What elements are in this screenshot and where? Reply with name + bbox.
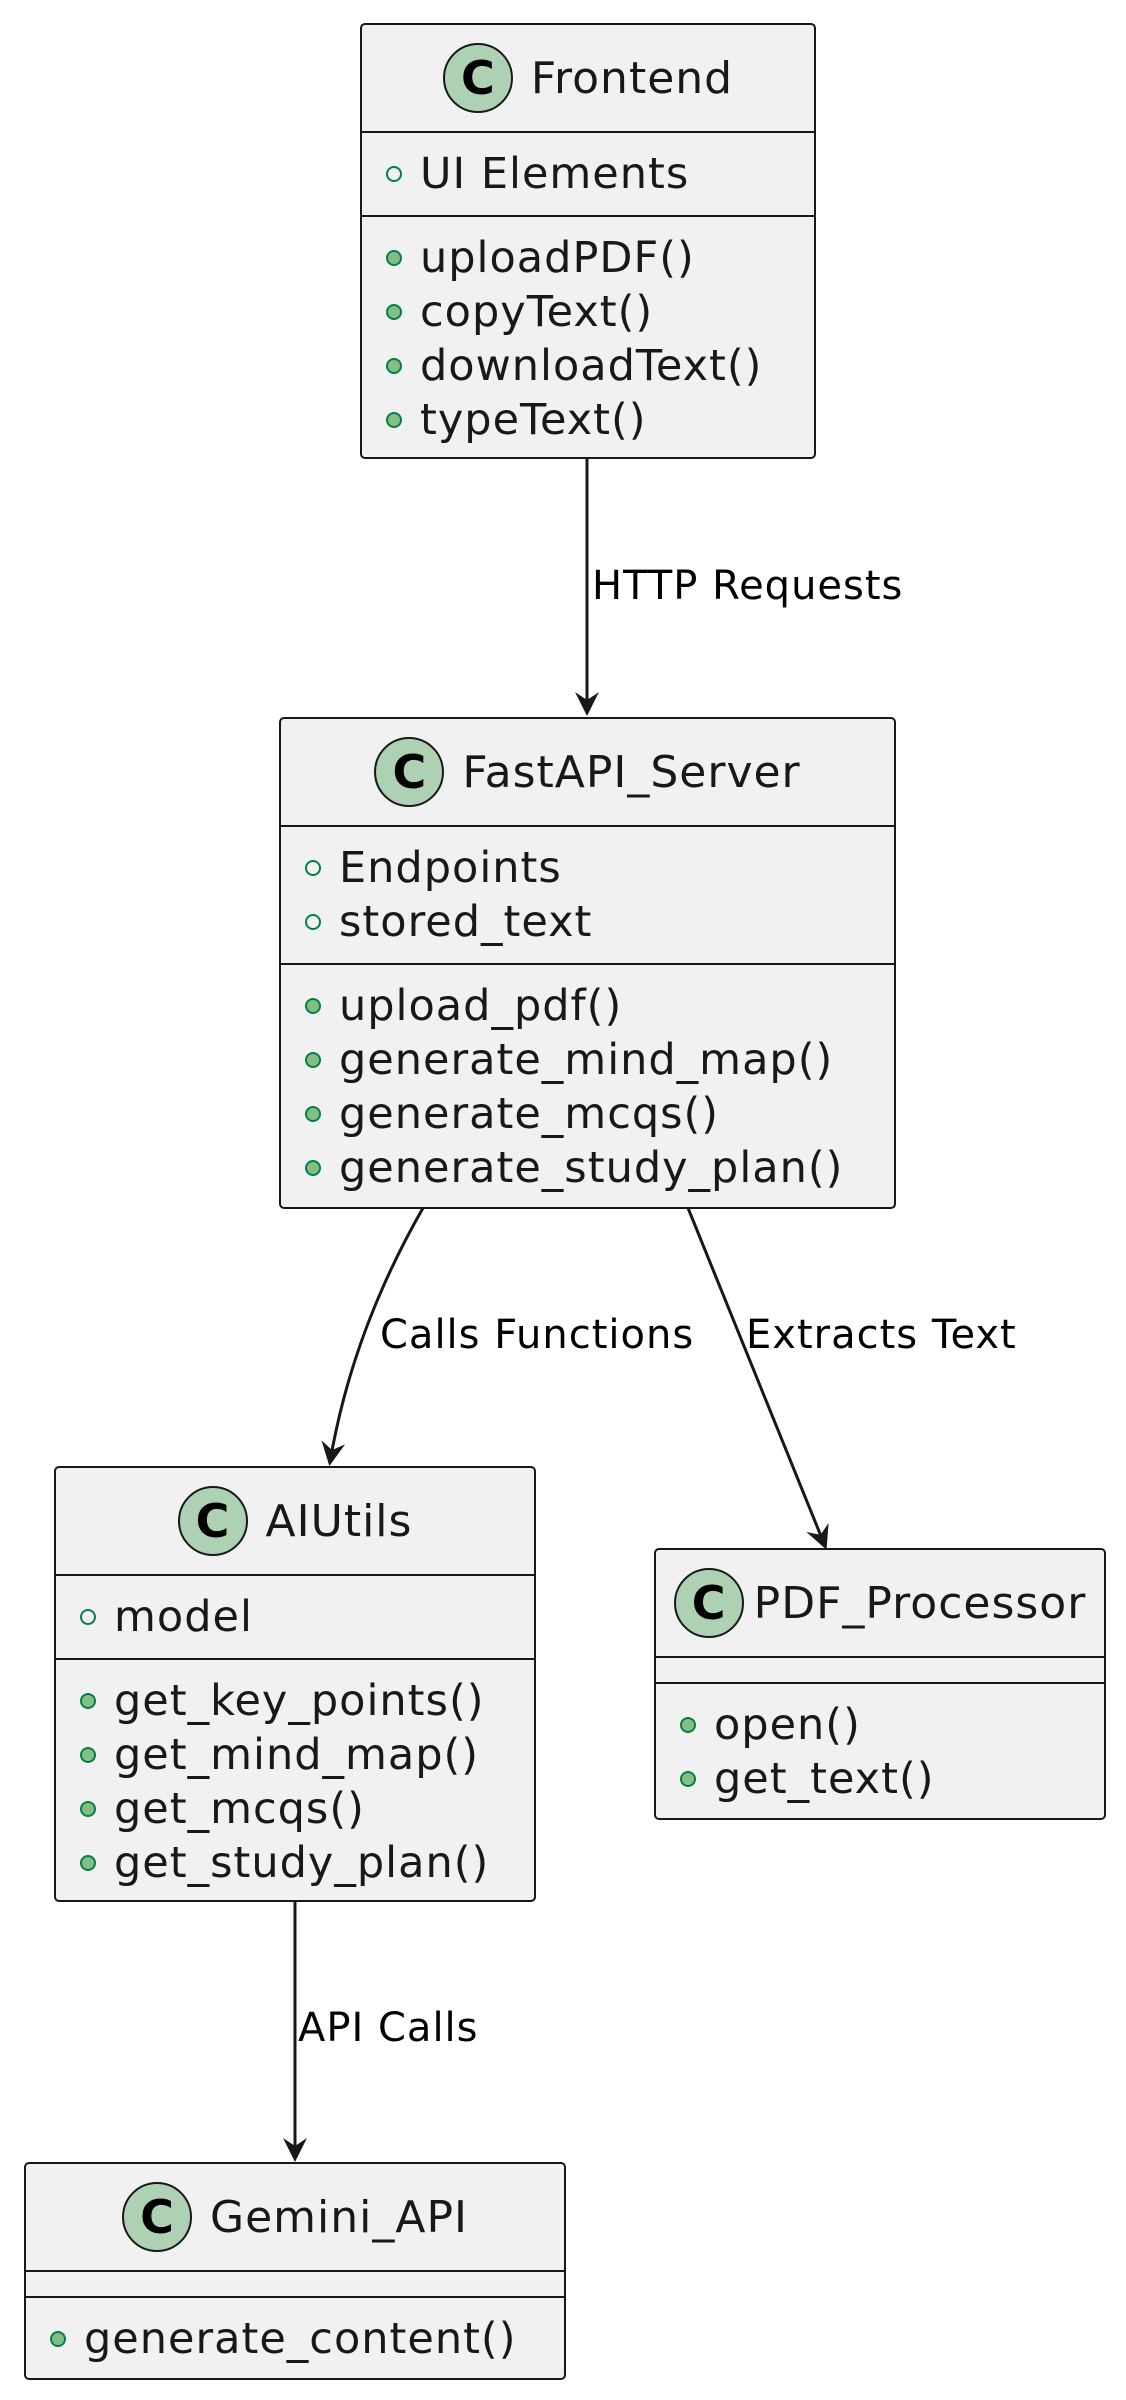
class-frontend-methods: uploadPDF() copyText() downloadText() ty… <box>362 217 814 461</box>
public-method-icon <box>680 1771 696 1787</box>
method-item: get_text() <box>656 1752 1104 1806</box>
class-gemini-fields <box>26 2272 564 2298</box>
class-gemini-api: C Gemini_API generate_content() <box>24 2162 566 2380</box>
class-fastapi-header: C FastAPI_Server <box>281 719 894 827</box>
method-item: generate_mcqs() <box>281 1087 894 1141</box>
public-field-icon <box>305 860 321 876</box>
public-method-icon <box>50 2331 66 2347</box>
class-pdf-methods: open() get_text() <box>656 1684 1104 1820</box>
method-item: generate_content() <box>26 2312 564 2366</box>
class-frontend-name: Frontend <box>530 52 734 104</box>
public-method-icon <box>386 304 402 320</box>
method-item: generate_mind_map() <box>281 1033 894 1087</box>
class-pdf-name: PDF_Processor <box>753 1577 1087 1629</box>
relation-label-http-requests: HTTP Requests <box>592 563 904 609</box>
public-method-icon <box>305 998 321 1014</box>
class-frontend-header: C Frontend <box>362 25 814 133</box>
public-method-icon <box>305 1160 321 1176</box>
method-item: get_mcqs() <box>56 1782 534 1836</box>
field-item: UI Elements <box>362 147 814 201</box>
method-item: get_study_plan() <box>56 1836 534 1890</box>
class-frontend: C Frontend UI Elements uploadPDF() copyT… <box>360 23 816 459</box>
class-pdf-fields <box>656 1658 1104 1684</box>
method-item: get_key_points() <box>56 1674 534 1728</box>
public-method-icon <box>305 1052 321 1068</box>
class-gemini-header: C Gemini_API <box>26 2164 564 2272</box>
relation-label-extracts-text: Extracts Text <box>746 1312 1017 1358</box>
class-stereotype-icon: C <box>177 1486 248 1556</box>
public-field-icon <box>305 914 321 930</box>
public-method-icon <box>386 250 402 266</box>
relation-label-calls-functions: Calls Functions <box>380 1312 695 1358</box>
field-item: Endpoints <box>281 841 894 895</box>
edge-fastapi-pdf <box>686 1207 829 1550</box>
public-method-icon <box>80 1747 96 1763</box>
field-item: stored_text <box>281 895 894 949</box>
public-field-icon <box>386 166 402 182</box>
public-method-icon <box>80 1855 96 1871</box>
class-aiutils-methods: get_key_points() get_mind_map() get_mcqs… <box>56 1660 534 1904</box>
class-fastapi-fields: Endpoints stored_text <box>281 827 894 965</box>
class-fastapi-server: C FastAPI_Server Endpoints stored_text u… <box>279 717 896 1209</box>
method-item: open() <box>656 1698 1104 1752</box>
class-stereotype-icon: C <box>673 1568 744 1638</box>
method-item: copyText() <box>362 285 814 339</box>
class-aiutils: C AIUtils model get_key_points() get_min… <box>54 1466 536 1902</box>
method-item: upload_pdf() <box>281 979 894 1033</box>
class-aiutils-header: C AIUtils <box>56 1468 534 1576</box>
method-item: downloadText() <box>362 339 814 393</box>
class-fastapi-methods: upload_pdf() generate_mind_map() generat… <box>281 965 894 1209</box>
public-method-icon <box>386 412 402 428</box>
method-item: uploadPDF() <box>362 231 814 285</box>
class-fastapi-name: FastAPI_Server <box>462 746 801 798</box>
method-item: typeText() <box>362 393 814 447</box>
relation-label-api-calls: API Calls <box>298 2005 479 2051</box>
public-method-icon <box>680 1717 696 1733</box>
public-method-icon <box>80 1801 96 1817</box>
class-gemini-methods: generate_content() <box>26 2298 564 2380</box>
edge-fastapi-aiutils <box>321 1207 425 1466</box>
class-stereotype-icon: C <box>442 43 513 113</box>
class-frontend-fields: UI Elements <box>362 133 814 217</box>
public-method-icon <box>386 358 402 374</box>
class-pdf-header: C PDF_Processor <box>656 1550 1104 1658</box>
class-gemini-name: Gemini_API <box>210 2191 468 2243</box>
class-pdf-processor: C PDF_Processor open() get_text() <box>654 1548 1106 1820</box>
public-method-icon <box>80 1693 96 1709</box>
class-stereotype-icon: C <box>122 2182 192 2252</box>
method-item: generate_study_plan() <box>281 1141 894 1195</box>
class-aiutils-name: AIUtils <box>265 1495 413 1547</box>
public-method-icon <box>305 1106 321 1122</box>
public-field-icon <box>80 1609 96 1625</box>
class-aiutils-fields: model <box>56 1576 534 1660</box>
field-item: model <box>56 1590 534 1644</box>
class-stereotype-icon: C <box>374 737 445 807</box>
method-item: get_mind_map() <box>56 1728 534 1782</box>
